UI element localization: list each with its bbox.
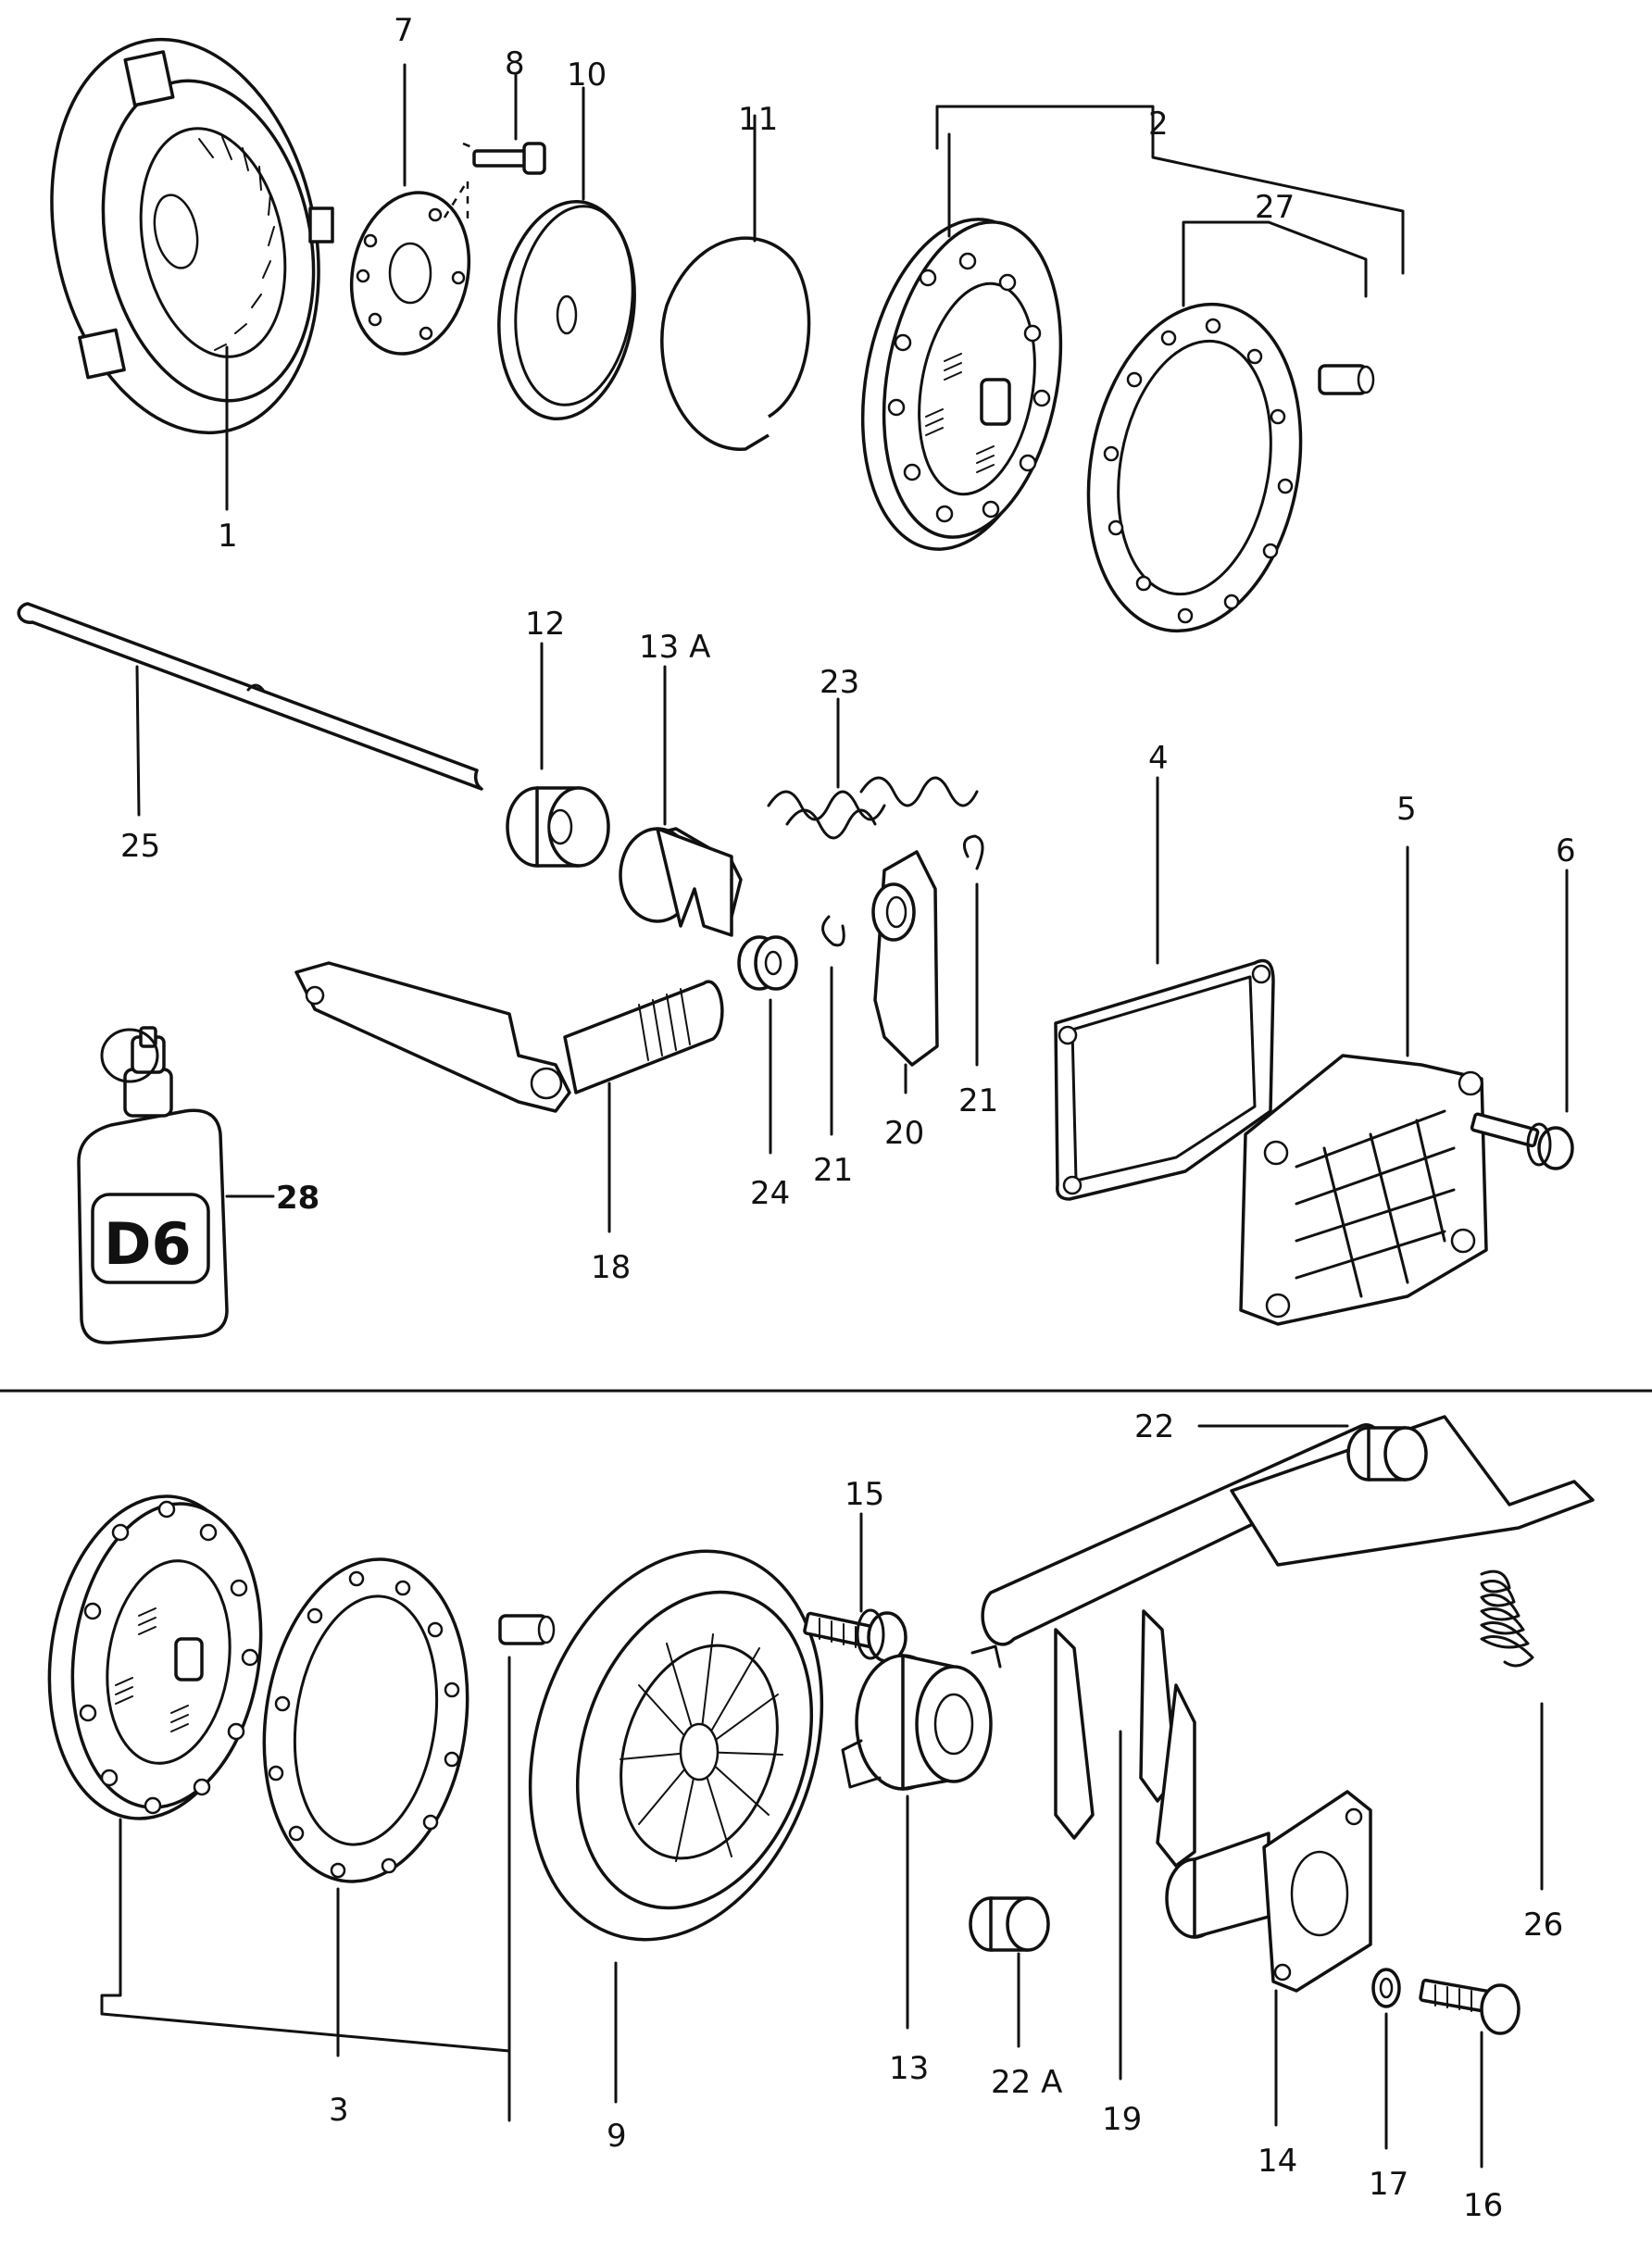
clip-21-left xyxy=(821,915,845,947)
callout-22: 22 xyxy=(1134,1408,1174,1445)
springs-23 xyxy=(767,776,979,840)
ring-plate xyxy=(349,191,471,356)
callout-19: 19 xyxy=(1102,2101,1142,2138)
clutch-shaft xyxy=(17,602,483,791)
disc-cover xyxy=(497,199,636,421)
callout-21-left: 21 xyxy=(813,1152,853,1189)
callout-26: 26 xyxy=(1523,1907,1563,1944)
callout-22a: 22 A xyxy=(991,2064,1062,2101)
callout-25: 25 xyxy=(120,828,160,865)
callout-1: 1 xyxy=(218,518,238,555)
callout-13: 13 xyxy=(889,2050,929,2087)
callout-8: 8 xyxy=(505,45,525,82)
sleeve-13a xyxy=(619,827,743,937)
callout-16: 16 xyxy=(1463,2187,1503,2224)
release-lever-18 xyxy=(294,961,724,1113)
callout-18: 18 xyxy=(591,1249,631,1286)
callout-14: 14 xyxy=(1258,2143,1297,2180)
bearing-24 xyxy=(737,935,798,991)
friction-ring-lower xyxy=(262,1557,469,1883)
bolt-8 xyxy=(443,142,546,222)
spring-26 xyxy=(1480,1569,1534,1668)
callout-23: 23 xyxy=(820,664,859,701)
rivet-lower xyxy=(498,1614,556,1645)
lever-arm-20 xyxy=(871,850,939,1067)
circlip-ring xyxy=(660,236,811,451)
bottle-label: D6 xyxy=(104,1210,192,1278)
callout-3: 3 xyxy=(329,2092,349,2129)
callout-21-right: 21 xyxy=(958,1082,998,1119)
friction-ring-upper xyxy=(1086,302,1303,633)
clutch-disc-lower xyxy=(47,1494,263,1820)
callout-13a: 13 A xyxy=(639,629,710,666)
bushing-22 xyxy=(1346,1426,1428,1482)
pressure-plate-lower xyxy=(528,1549,824,1942)
release-bearing-13 xyxy=(841,1644,1002,1791)
bolt-16 xyxy=(1419,1978,1521,2035)
clip-21-right xyxy=(962,834,984,870)
callout-27: 27 xyxy=(1255,189,1295,226)
callout-20: 20 xyxy=(884,1115,924,1152)
callout-24: 24 xyxy=(750,1175,790,1212)
pressure-plate-upper xyxy=(50,37,334,435)
bolt-6 xyxy=(1470,1112,1574,1170)
callout-6: 6 xyxy=(1556,832,1576,869)
bushing-22a xyxy=(969,1896,1050,1952)
callout-12: 12 xyxy=(525,606,565,643)
gasket-4 xyxy=(1054,958,1275,1201)
callout-7: 7 xyxy=(394,12,414,49)
callout-17: 17 xyxy=(1369,2166,1408,2203)
callout-5: 5 xyxy=(1396,791,1417,828)
bushing-12 xyxy=(506,786,610,868)
callout-28: 28 xyxy=(276,1180,319,1217)
callout-4: 4 xyxy=(1148,740,1169,777)
clutch-disc-upper xyxy=(860,218,1063,551)
callout-15: 15 xyxy=(845,1476,884,1513)
callout-2: 2 xyxy=(1148,106,1169,143)
cover-plate-5 xyxy=(1239,1054,1488,1326)
callout-11: 11 xyxy=(738,101,778,138)
bolt-15 xyxy=(803,1608,907,1663)
washer-17 xyxy=(1371,1968,1401,2008)
rivet-upper xyxy=(1318,364,1375,395)
oil-bottle: D6 xyxy=(77,1026,229,1344)
guide-tube-14 xyxy=(1165,1790,1372,1993)
release-shaft-19 xyxy=(981,1415,1595,1868)
callout-9: 9 xyxy=(607,2118,627,2155)
callout-10: 10 xyxy=(567,56,607,94)
